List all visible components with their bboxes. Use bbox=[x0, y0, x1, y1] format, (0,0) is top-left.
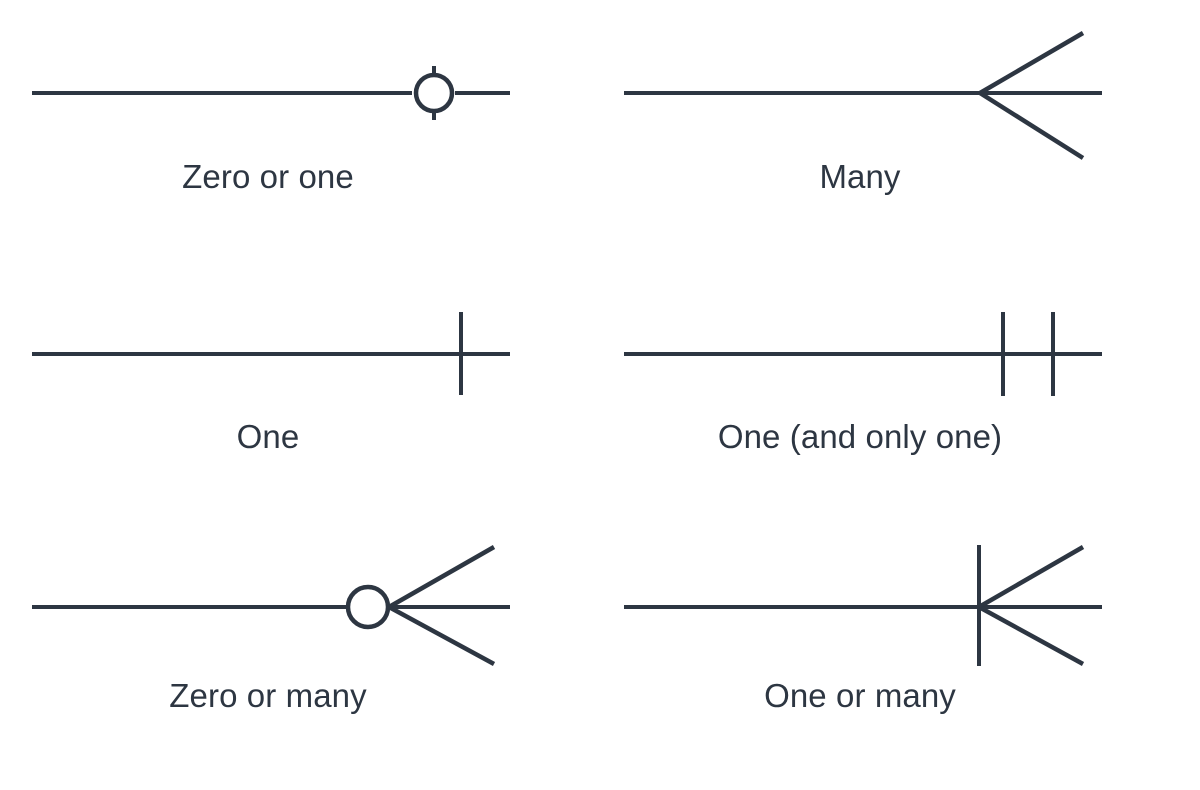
legend-item-one-and-only-one: One (and only one) bbox=[600, 262, 1200, 524]
open-circle-icon bbox=[413, 72, 455, 114]
crows-foot-upper-arm bbox=[387, 545, 496, 609]
legend-item-zero-or-one: Zero or one bbox=[0, 0, 600, 262]
crows-foot-lower-arm bbox=[978, 91, 1085, 160]
legend-label-one-and-only-one: One (and only one) bbox=[717, 418, 1003, 455]
legend-label-one-or-many: One or many bbox=[764, 677, 956, 714]
zero-or-one-symbol bbox=[32, 66, 510, 120]
many-symbol bbox=[624, 31, 1102, 160]
one-or-many-symbol bbox=[624, 545, 1102, 666]
legend-item-many: Many bbox=[600, 0, 1200, 262]
crows-foot-lower-arm bbox=[977, 605, 1085, 666]
zero-or-many-symbol bbox=[32, 545, 510, 666]
legend-label-zero-or-many: Zero or many bbox=[169, 677, 367, 714]
legend-item-zero-or-many: Zero or many bbox=[0, 524, 600, 790]
legend-label-many: Many bbox=[819, 158, 901, 195]
one-symbol bbox=[32, 312, 510, 395]
one-and-only-one-symbol bbox=[624, 312, 1102, 396]
crows-foot-upper-arm bbox=[978, 31, 1085, 95]
open-circle-icon bbox=[345, 584, 391, 630]
legend-item-one: One bbox=[0, 262, 600, 524]
legend-label-one: One bbox=[236, 418, 300, 455]
legend-label-zero-or-one: Zero or one bbox=[182, 158, 354, 195]
legend-item-one-or-many: One or many bbox=[600, 524, 1200, 790]
crows-foot-upper-arm bbox=[977, 545, 1085, 609]
crows-foot-lower-arm bbox=[387, 605, 496, 666]
